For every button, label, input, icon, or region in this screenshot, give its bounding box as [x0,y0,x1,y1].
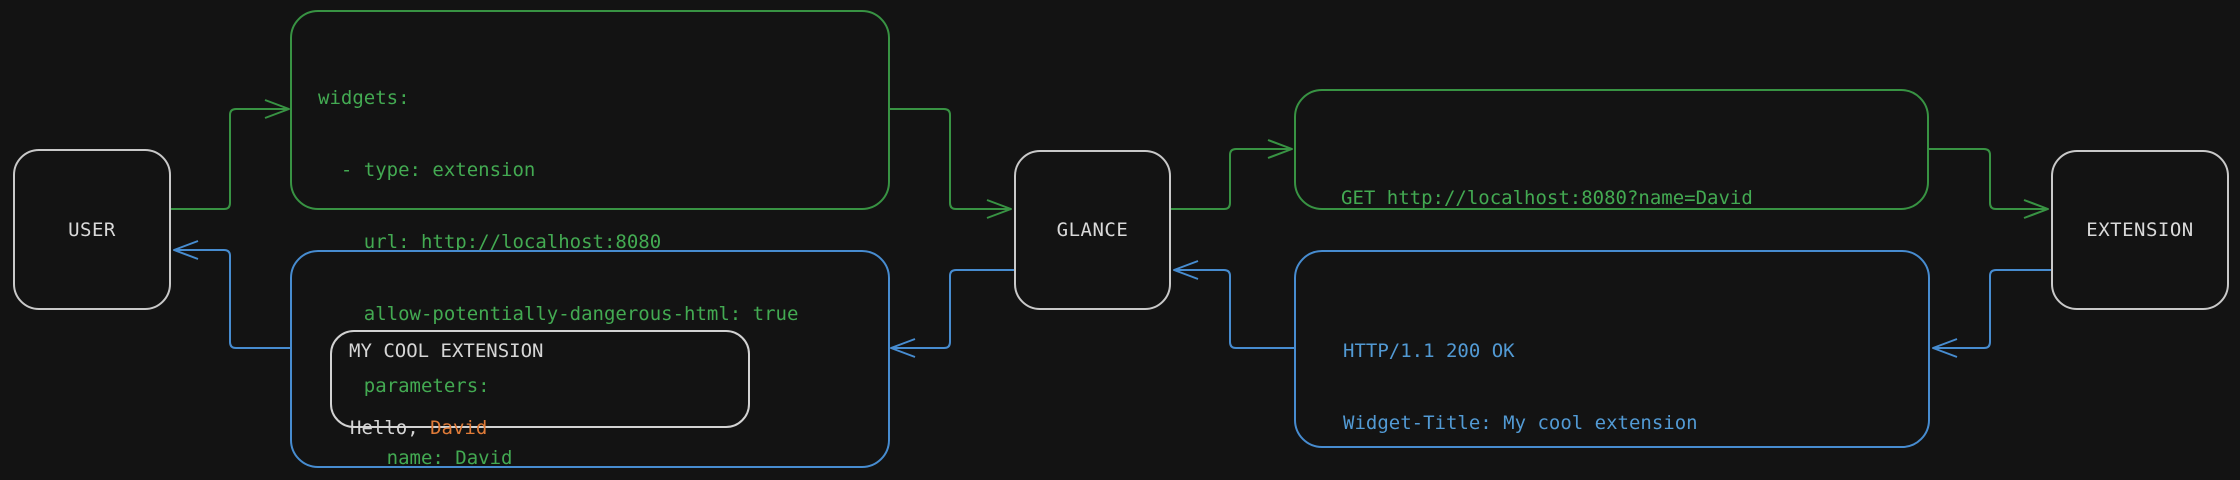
code-line: widgets: [318,87,410,109]
node-glance: GLANCE [1014,150,1171,310]
greeting-text: Hello, David [350,368,487,480]
edge-widget-to-user [175,249,290,349]
greeting-name: David [430,417,488,439]
edge-request-to-extension [1929,148,2047,210]
node-extension: EXTENSION [2051,150,2229,310]
response-box [1294,250,1930,448]
edge-config-to-glance [890,108,1010,210]
arrowhead-response [1932,338,1958,358]
node-extension-label: EXTENSION [2086,219,2194,241]
node-glance-label: GLANCE [1056,219,1129,241]
response-code: HTTP/1.1 200 OK Widget-Title: My cool ex… [1343,291,1881,480]
arrowhead-user-return [173,240,199,260]
request-text: GET http://localhost:8080?name=David [1341,138,1753,258]
code-line: name: David [318,447,513,469]
widget-box [290,250,890,468]
edge-extension-to-response [1934,269,2051,349]
code-line: url: http://localhost:8080 [318,231,662,253]
code-line: parameters: [318,375,490,397]
code-line: HTTP/1.1 200 OK [1343,340,1515,362]
widget-title: MY COOL EXTENSION [349,291,543,411]
node-user: USER [13,149,171,310]
arrowhead-extension-in [2023,199,2049,219]
code-line: Widget-Title: My cool extension [1343,412,1698,434]
arrowhead-request [1267,139,1293,159]
code-line: allow-potentially-dangerous-html: true [318,303,799,325]
edge-response-to-glance [1175,269,1294,349]
arrowhead-glance-return [1173,260,1199,280]
node-user-label: USER [68,218,116,241]
config-code: widgets: - type: extension url: http://l… [318,38,798,480]
edge-glance-to-widget [892,269,1014,349]
config-box [290,10,890,210]
edge-user-to-config [171,108,288,210]
arrowhead-glance-in [986,199,1012,219]
arrowhead-config [264,99,290,119]
widget-inner-box [330,330,750,428]
arrowhead-widget [890,338,916,358]
code-line: GET http://localhost:8080?name=David [1341,187,1753,209]
widget-title-text: MY COOL EXTENSION [349,340,544,362]
request-box [1294,89,1929,210]
edge-glance-to-request [1171,148,1291,210]
code-line: - type: extension [318,159,536,181]
greeting-prefix: Hello, [350,417,431,439]
